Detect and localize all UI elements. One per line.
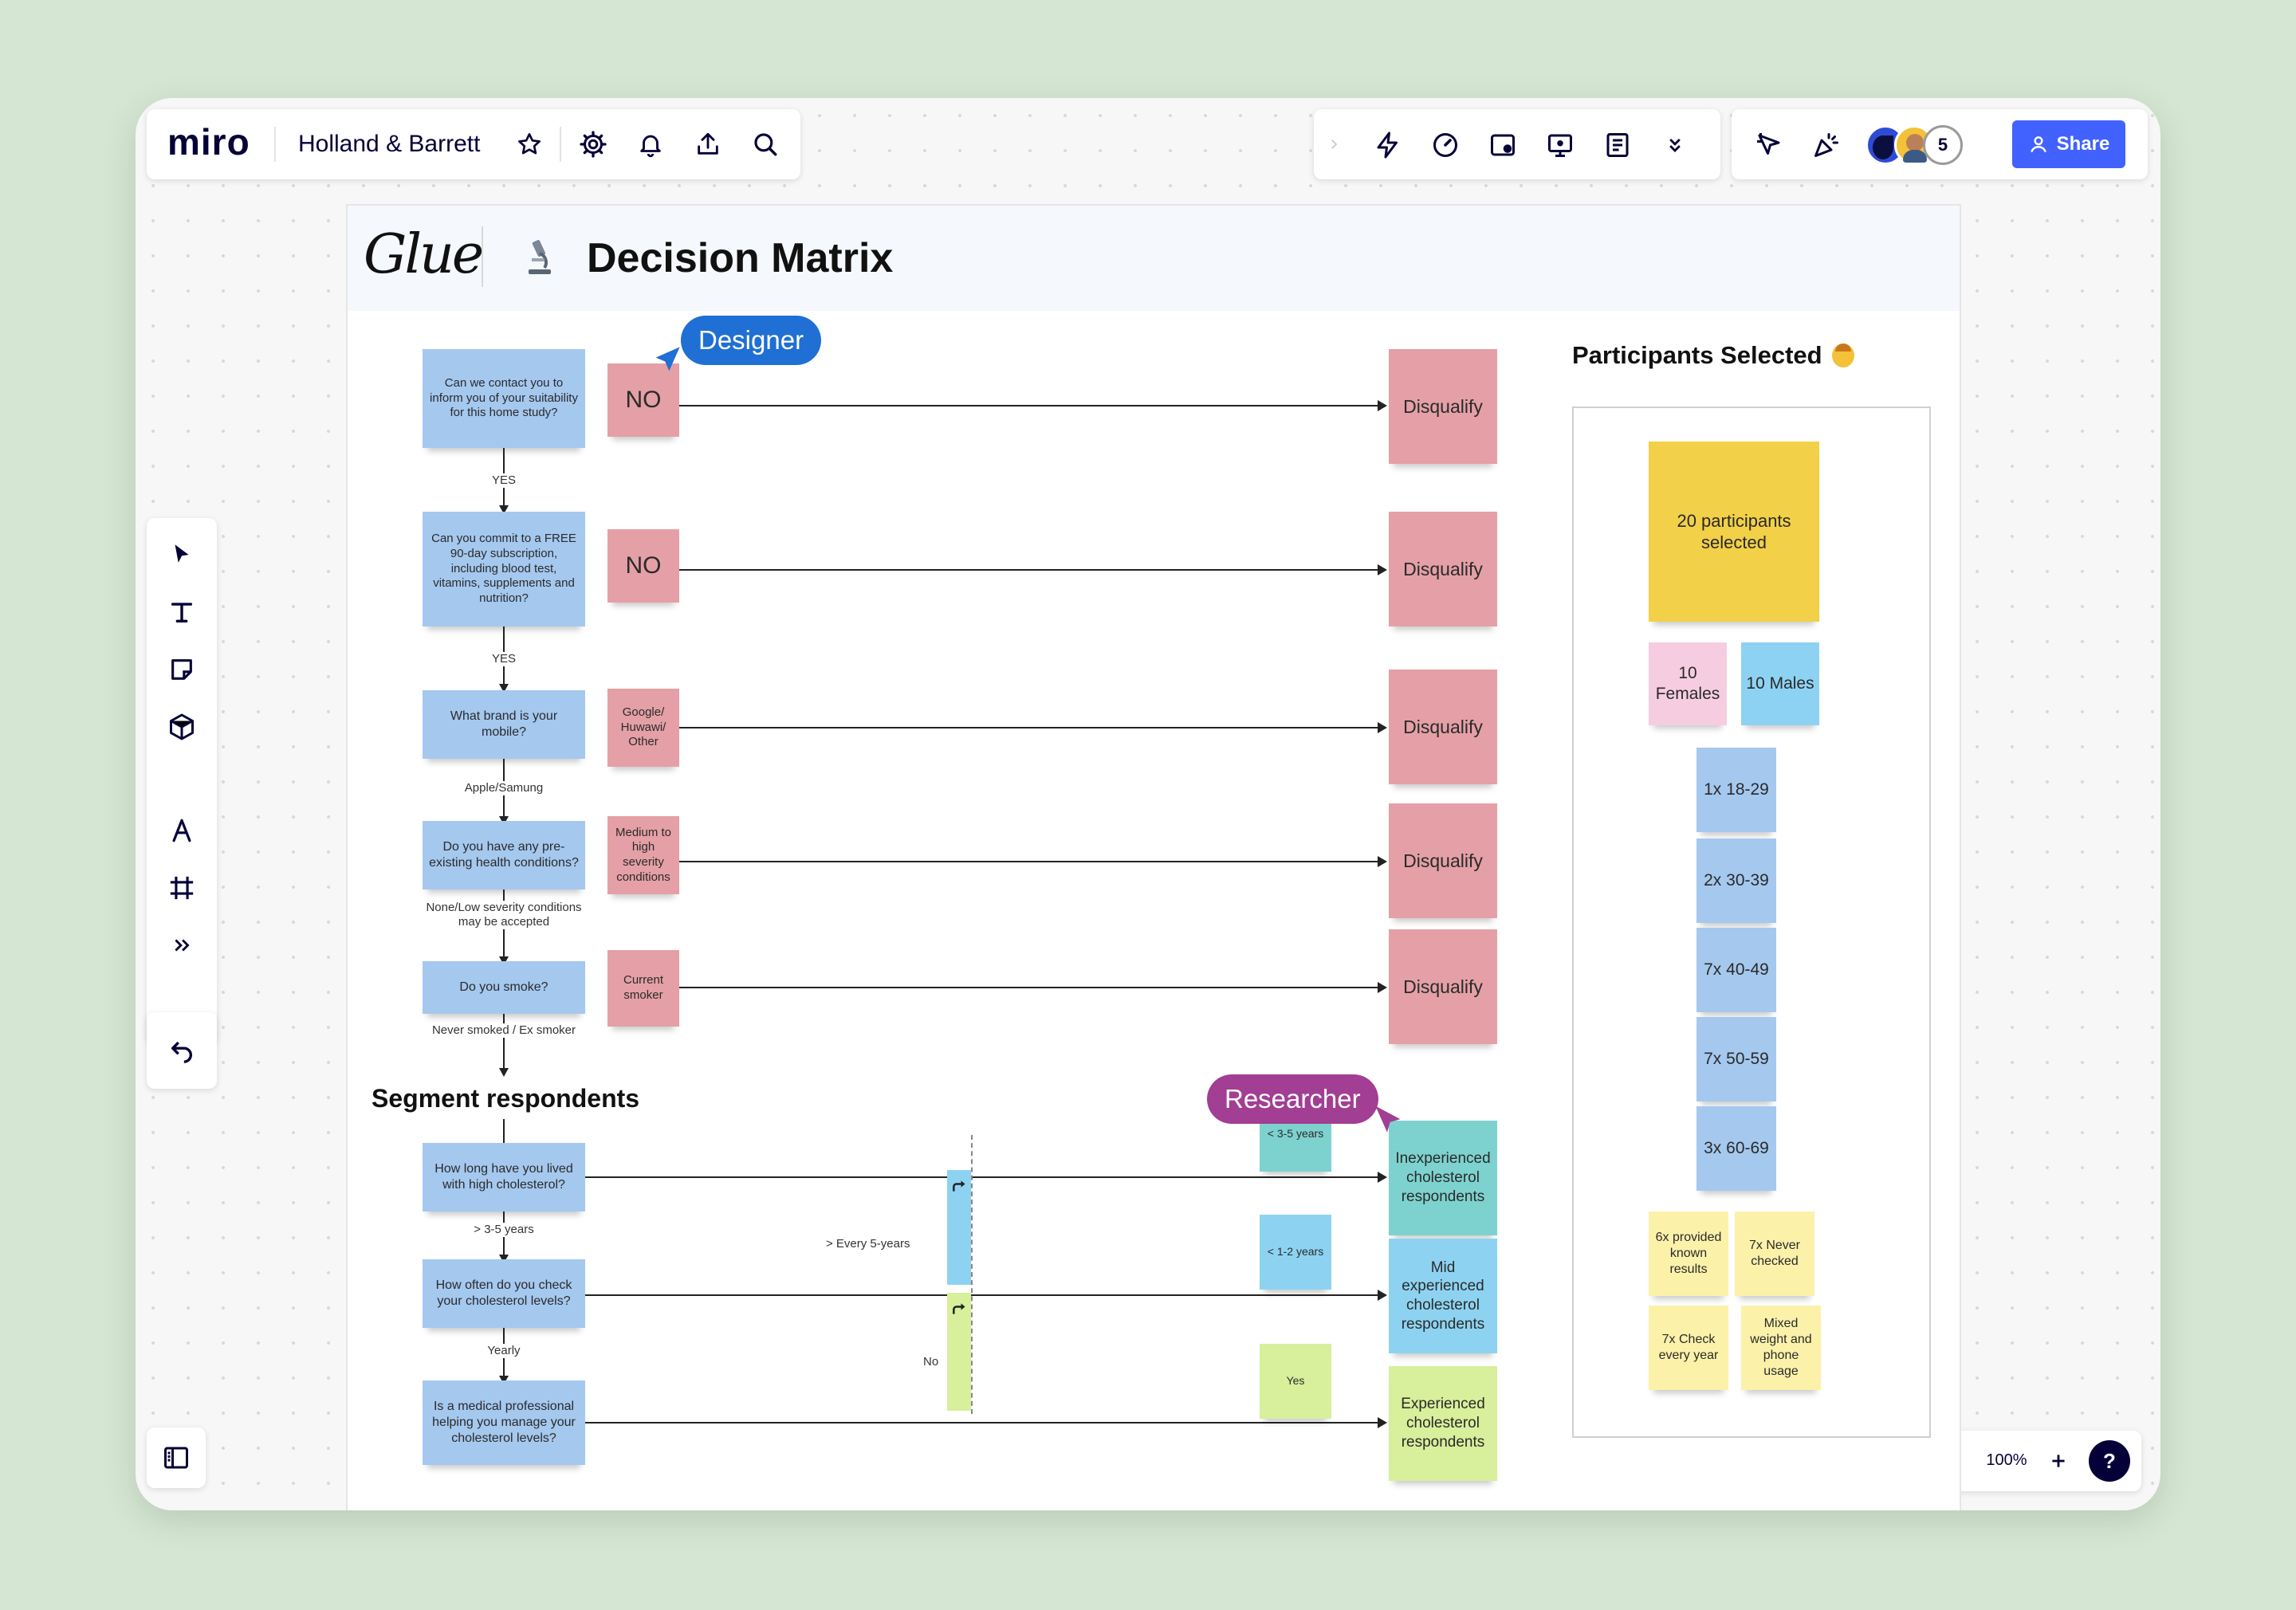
undo-icon[interactable]	[163, 1031, 201, 1070]
designer-cursor-icon	[649, 343, 684, 378]
share-button[interactable]: Share	[2012, 120, 2125, 168]
microscope-icon	[518, 236, 561, 281]
participants-heading: Participants Selected	[1572, 341, 1854, 370]
board-header	[348, 206, 1960, 311]
answer-note[interactable]: NO	[607, 363, 679, 437]
shapes-cube-icon[interactable]	[163, 708, 201, 746]
chevron-double-down-icon[interactable]	[1657, 127, 1693, 163]
cursor-select-icon[interactable]	[1751, 127, 1787, 163]
help-button[interactable]: ?	[2089, 1440, 2130, 1482]
result-note[interactable]: Experienced cholesterol respondents	[1389, 1366, 1497, 1481]
branch-bar	[947, 1170, 971, 1285]
check-habit-note[interactable]: 6x provided known results	[1649, 1211, 1728, 1296]
result-note[interactable]: Inexperienced cholesterol respondents	[1389, 1121, 1497, 1235]
export-upload-icon[interactable]	[690, 127, 725, 162]
condition-label: > Every 5-years	[826, 1237, 910, 1251]
glue-logo: Glue	[364, 223, 484, 286]
timer-icon[interactable]	[1427, 127, 1464, 163]
undo-panel	[147, 1012, 217, 1089]
top-left-toolbar: miro Holland & Barrett	[147, 109, 800, 179]
branch-bar	[947, 1293, 971, 1411]
connector-label: > 3-5 years	[459, 1223, 548, 1237]
age-group-note[interactable]: 3x 60-69	[1696, 1106, 1776, 1191]
disqualify-note[interactable]: Disqualify	[1389, 349, 1497, 464]
answer-note[interactable]: NO	[607, 529, 679, 603]
pen-draw-icon[interactable]	[163, 811, 201, 850]
disqualify-note[interactable]: Disqualify	[1389, 803, 1497, 918]
celebrate-icon[interactable]	[1808, 127, 1845, 163]
question-note[interactable]: Do you smoke?	[423, 961, 585, 1014]
board-name[interactable]: Holland & Barrett	[298, 131, 481, 157]
redirect-arrow-icon	[947, 1176, 971, 1196]
question-note[interactable]: Can you commit to a FREE 90-day subscrip…	[423, 512, 585, 626]
connector-label: YES	[475, 473, 533, 488]
connector-label: Apple/Samung	[451, 781, 556, 795]
text-tool-icon[interactable]	[163, 593, 201, 631]
age-group-note[interactable]: 7x 50-59	[1696, 1017, 1776, 1101]
segment-question-note[interactable]: How often do you check your cholesterol …	[423, 1259, 585, 1328]
connector-label: YES	[475, 652, 533, 666]
condition-note[interactable]: Yes	[1260, 1344, 1331, 1419]
page-title: Decision Matrix	[587, 235, 894, 281]
segment-question-note[interactable]: Is a medical professional helping you ma…	[423, 1380, 585, 1465]
frame-tool-icon[interactable]	[163, 869, 201, 907]
disqualify-note[interactable]: Disqualify	[1389, 929, 1497, 1044]
user-icon	[2030, 136, 2046, 153]
designer-cursor-tag: Designer	[681, 316, 822, 365]
connector-label: Never smoked / Ex smoker	[419, 1023, 588, 1038]
males-note[interactable]: 10 Males	[1741, 642, 1819, 725]
sidebar-toggle-panel	[147, 1427, 206, 1488]
settings-gear-icon[interactable]	[576, 127, 611, 162]
select-cursor-icon[interactable]	[163, 536, 201, 574]
more-collaborators-count[interactable]: 5	[1923, 125, 1963, 165]
top-tools-toolbar	[1314, 109, 1720, 179]
section-heading: Segment respondents	[372, 1084, 640, 1113]
left-toolbar	[147, 518, 217, 1044]
result-note[interactable]: Mid experienced cholesterol respondents	[1389, 1239, 1497, 1353]
question-note[interactable]: Can we contact you to inform you of your…	[423, 349, 585, 448]
notes-document-icon[interactable]	[1599, 127, 1636, 163]
search-icon[interactable]	[748, 127, 783, 162]
connector-label: Yearly	[475, 1344, 533, 1358]
sidebar-panel-icon[interactable]	[157, 1439, 195, 1477]
researcher-cursor-icon	[1368, 1101, 1406, 1140]
disqualify-note[interactable]: Disqualify	[1389, 670, 1497, 784]
lightning-icon[interactable]	[1370, 127, 1406, 163]
question-note[interactable]: What brand is your mobile?	[423, 690, 585, 759]
check-habit-note[interactable]: 7x Never checked	[1735, 1211, 1814, 1296]
check-habit-note[interactable]: 7x Check every year	[1649, 1306, 1728, 1390]
decision-matrix-frame[interactable]: Glue Decision Matrix Can we contact you …	[346, 204, 1961, 1510]
answer-note[interactable]: Google/ Huwawi/ Other	[607, 689, 679, 767]
segment-question-note[interactable]: How long have you lived with high choles…	[423, 1143, 585, 1211]
miro-logo[interactable]: miro	[167, 121, 250, 163]
star-icon[interactable]	[513, 128, 545, 160]
chevron-right-icon[interactable]	[1322, 128, 1346, 160]
redirect-arrow-icon	[947, 1299, 971, 1318]
question-note[interactable]: Do you have any pre-existing health cond…	[423, 821, 585, 889]
age-group-note[interactable]: 7x 40-49	[1696, 928, 1776, 1012]
females-note[interactable]: 10 Females	[1649, 642, 1727, 725]
check-habit-note[interactable]: Mixed weight and phone usage	[1741, 1306, 1821, 1390]
researcher-cursor-tag: Researcher	[1207, 1074, 1378, 1124]
zoom-in-icon[interactable]	[2041, 1443, 2076, 1478]
connector-label: None/Low severity conditions may be acce…	[419, 901, 588, 929]
total-participants-note[interactable]: 20 participants selected	[1649, 442, 1819, 622]
zoom-level[interactable]: 100%	[1986, 1451, 2027, 1469]
more-tools-chevron-icon[interactable]	[163, 926, 201, 964]
disqualify-note[interactable]: Disqualify	[1389, 512, 1497, 626]
age-group-note[interactable]: 2x 30-39	[1696, 838, 1776, 923]
person-emoji-icon	[1831, 344, 1854, 367]
top-right-toolbar: 5 Share	[1732, 109, 2148, 179]
condition-label: No	[923, 1355, 939, 1368]
age-group-note[interactable]: 1x 18-29	[1696, 748, 1776, 832]
notifications-bell-icon[interactable]	[633, 127, 668, 162]
video-card-icon[interactable]	[1484, 127, 1521, 163]
app-window: miro Holland & Barrett	[136, 98, 2160, 1510]
answer-note[interactable]: Current smoker	[607, 950, 679, 1027]
answer-note[interactable]: Medium to high severity conditions	[607, 816, 679, 894]
sticky-note-icon[interactable]	[163, 650, 201, 689]
presentation-icon[interactable]	[1542, 127, 1578, 163]
condition-note[interactable]: < 1-2 years	[1260, 1215, 1331, 1290]
